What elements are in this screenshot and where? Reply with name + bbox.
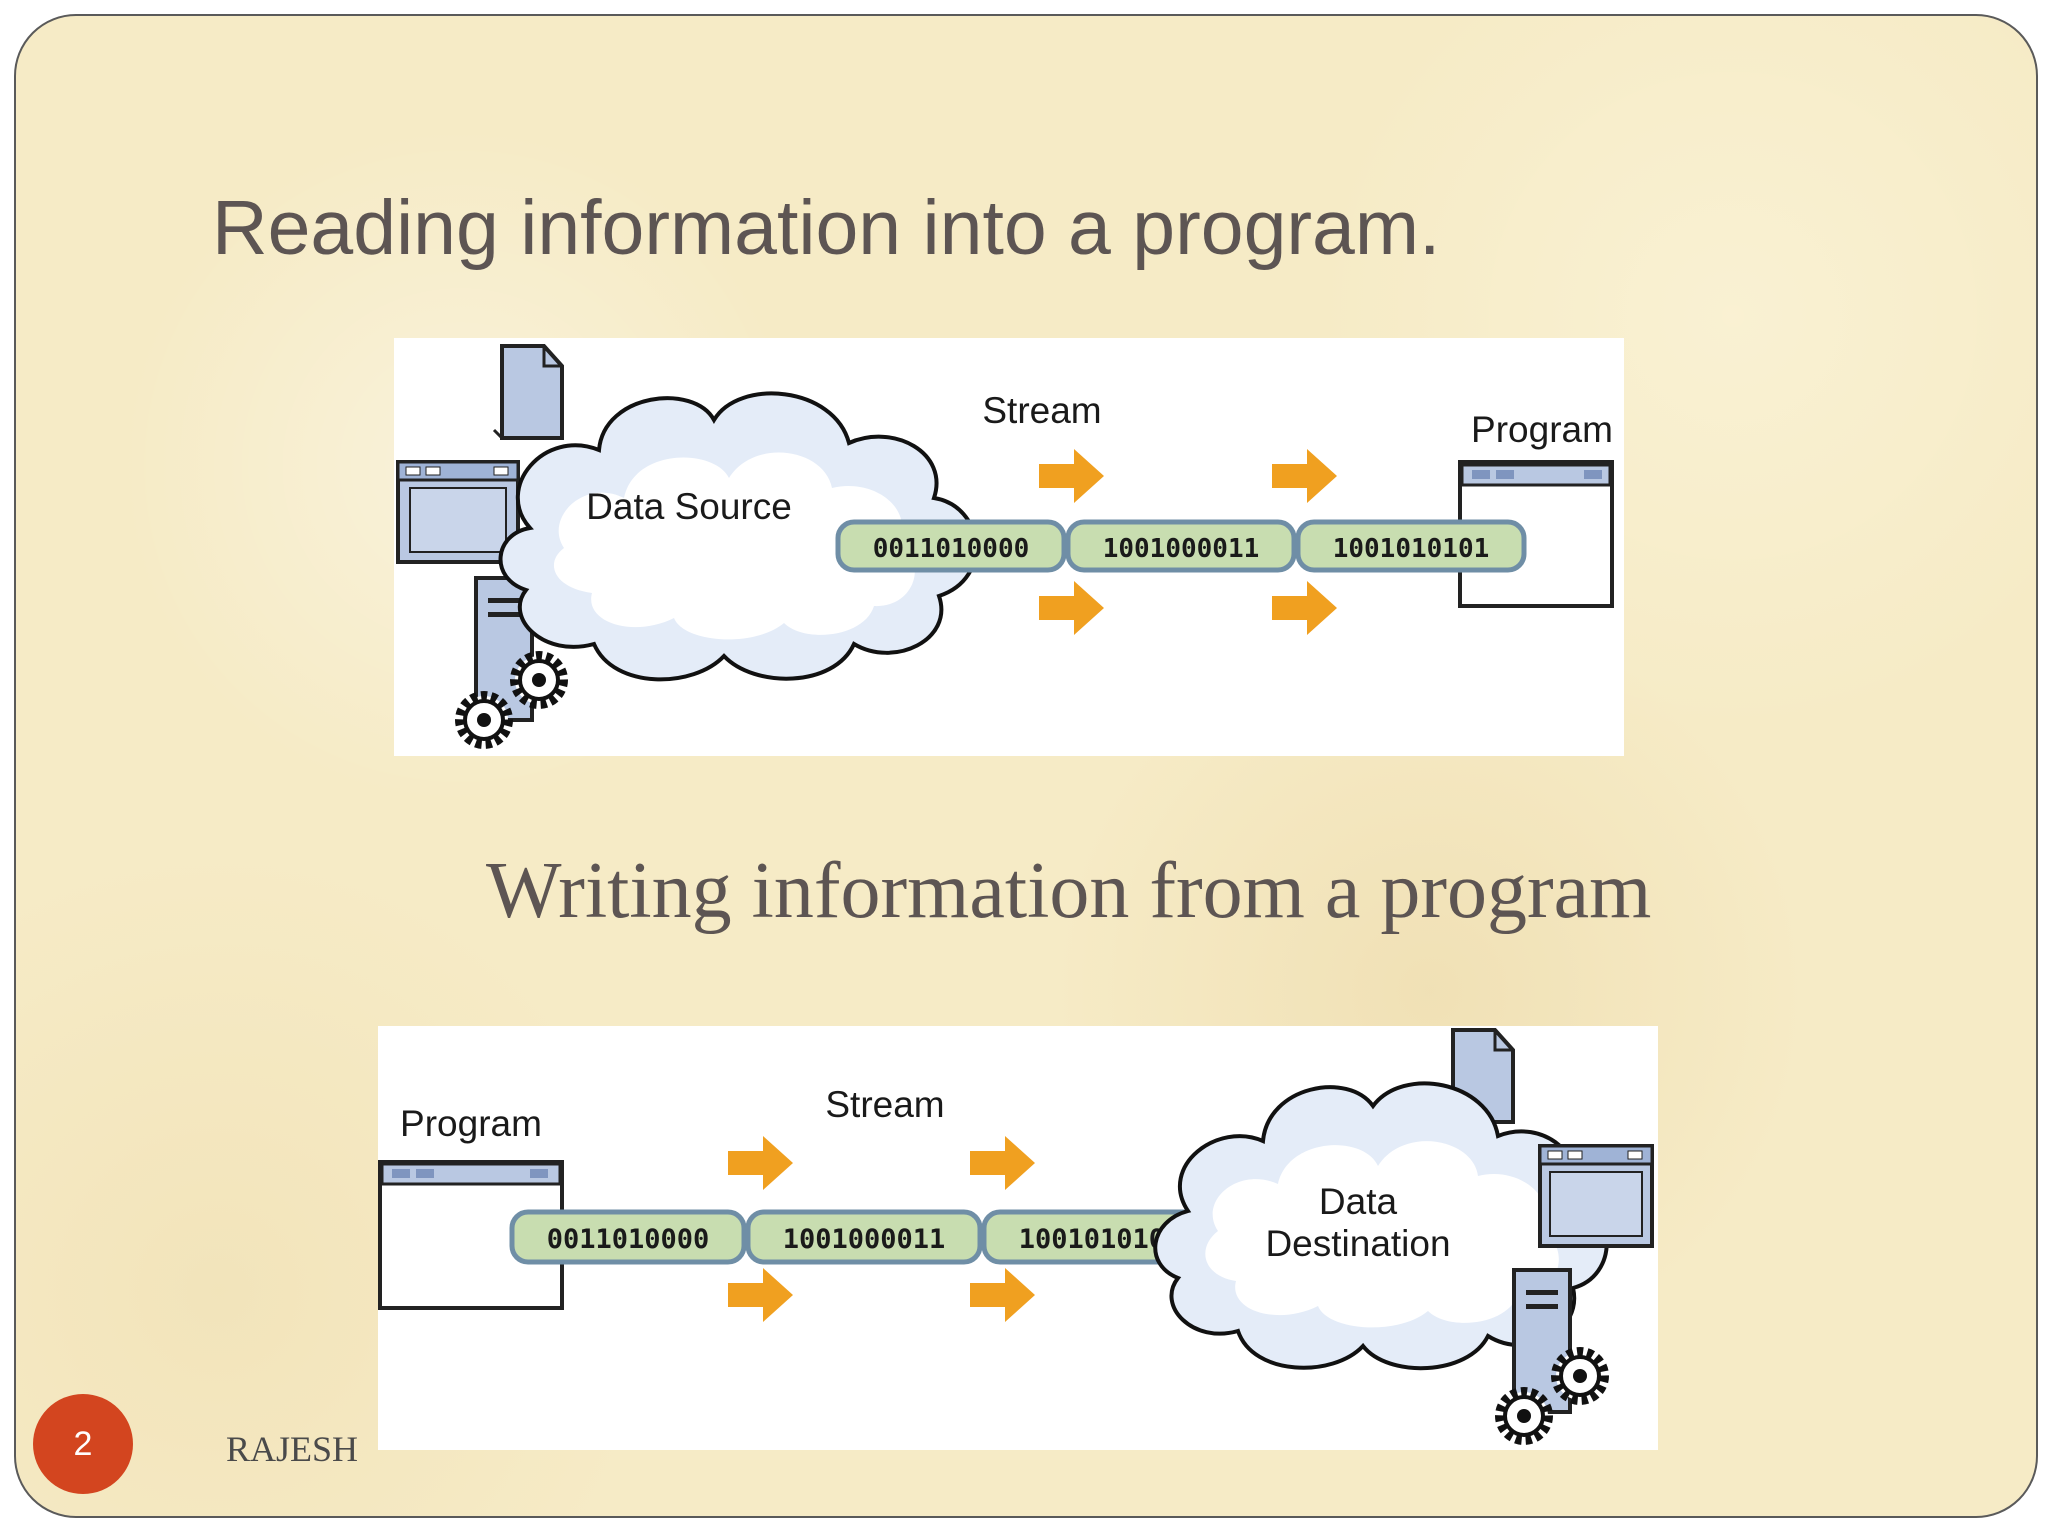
arrow-icon [1039, 581, 1104, 635]
packet: 1001000011 [745, 1209, 983, 1265]
writing-diagram: Program Stream 0011010000 [378, 1026, 1658, 1450]
page-number-badge: 2 [33, 1394, 133, 1494]
window-icon [396, 460, 520, 564]
arrow-icon [970, 1136, 1035, 1190]
heading-reading: Reading information into a program. [212, 185, 1441, 271]
stream-label: Stream [825, 1084, 944, 1125]
packet: 1001000011 [1065, 519, 1297, 573]
packet: 0011010000 [509, 1209, 747, 1265]
gear-icon [510, 651, 568, 709]
destination-label-line2: Destination [1265, 1223, 1450, 1264]
document-icon [492, 344, 564, 440]
heading-writing: Writing information from a program [486, 847, 1652, 935]
stream-label: Stream [982, 390, 1101, 431]
arrow-icon [1272, 449, 1337, 503]
destination-label-line1: Data [1319, 1181, 1398, 1222]
cloud-shape [1153, 1081, 1609, 1371]
reading-diagram: Data Source Stream [394, 338, 1624, 756]
packet-bits: 1001010101 [1333, 534, 1490, 564]
stream-arrows [728, 1136, 1035, 1322]
packet-bits: 0011010000 [547, 1224, 710, 1255]
window-icon [1538, 1144, 1654, 1248]
packet-bits: 1001000011 [783, 1224, 946, 1255]
gear-icon [1551, 1347, 1609, 1405]
program-label: Program [400, 1103, 542, 1144]
arrow-icon [1272, 581, 1337, 635]
packet-bits: 1001000011 [1103, 534, 1260, 564]
program-window-icon [1458, 460, 1614, 608]
program-window-icon [378, 1160, 564, 1310]
program-label: Program [1471, 409, 1613, 450]
arrow-icon [1039, 449, 1104, 503]
packet: 0011010000 [835, 519, 1067, 573]
arrow-icon [728, 1268, 793, 1322]
gear-icon-small [1495, 1387, 1553, 1445]
packet: 1001010101 [1295, 519, 1527, 573]
packet-bits: 0011010000 [873, 534, 1030, 564]
arrow-icon [728, 1136, 793, 1190]
data-source-label: Data Source [586, 486, 792, 527]
stream-arrows [1039, 449, 1337, 635]
cloud-shape [498, 391, 978, 682]
gear-icon-small [455, 691, 513, 749]
footer-author: RAJESH [226, 1429, 359, 1469]
arrow-icon [970, 1268, 1035, 1322]
slide: Reading information into a program. [14, 14, 2038, 1518]
